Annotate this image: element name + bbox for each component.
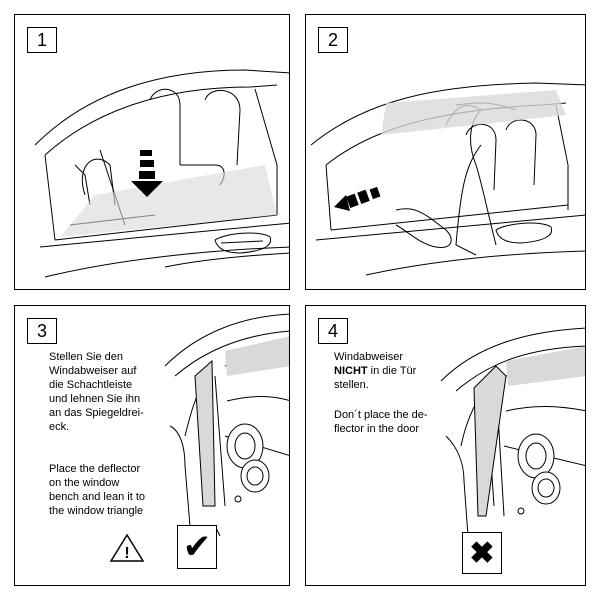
instruction-english: Don´t place the de- flector in the door <box>334 409 428 435</box>
instruction-german: Windabweiser NICHT in die Tür stellen. <box>334 351 417 391</box>
car-door-illustration <box>310 82 585 276</box>
step-3-panel: 3 Stellen Sie den Windabweiser auf die S… <box>14 305 290 586</box>
warning-triangle-icon: ! <box>109 533 145 562</box>
door-incorrect-illustration <box>440 327 585 537</box>
arrow-left-icon <box>334 186 381 211</box>
step-1-panel: 1 <box>14 14 290 290</box>
arrow-down-icon <box>131 150 163 197</box>
cross-icon: ✖ <box>462 532 502 574</box>
check-icon: ✔ <box>177 525 217 569</box>
car-door-illustration <box>34 69 289 278</box>
svg-text:!: ! <box>124 545 129 562</box>
step-2-panel: 2 <box>305 14 586 290</box>
instruction-german: Stellen Sie den Windabweiser auf die Sch… <box>49 351 144 433</box>
step-4-panel: 4 Windabweiser NICHT in die Tür stellen.… <box>305 305 586 586</box>
step-number: 4 <box>318 318 348 344</box>
instruction-english: Place the deflector on the window bench … <box>49 463 146 517</box>
step-number: 2 <box>318 27 348 53</box>
step-number: 1 <box>27 27 57 53</box>
mirror-triangle-illustration <box>164 313 289 537</box>
step-number: 3 <box>27 318 57 344</box>
